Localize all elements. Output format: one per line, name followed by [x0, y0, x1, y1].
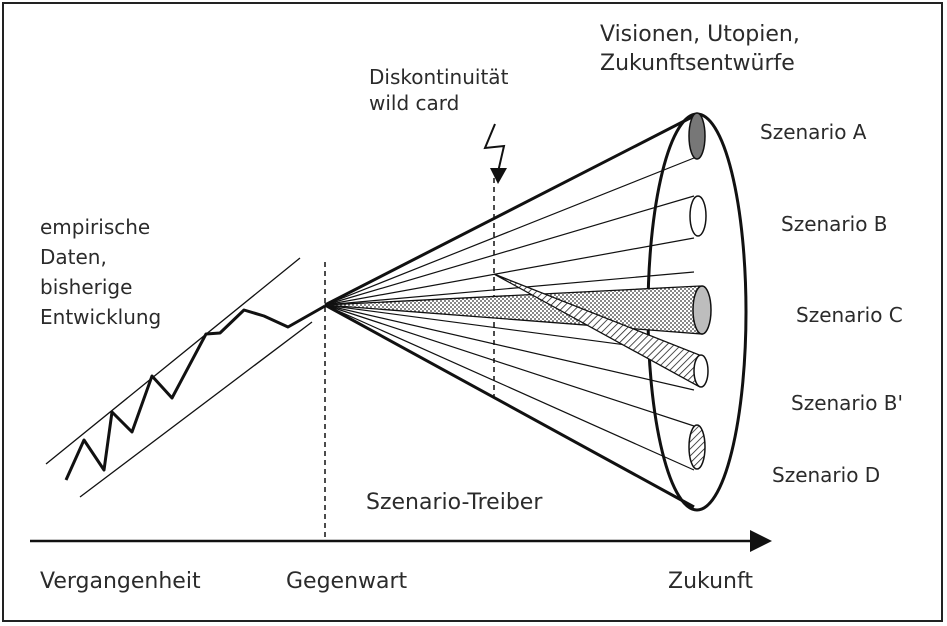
scenario-d-label: Szenario D [772, 463, 881, 487]
funnel-upper-edge [324, 112, 699, 307]
scenario-b-tube-end [689, 195, 707, 237]
lightning-bolt-icon [483, 123, 506, 173]
historical-data-line [64, 304, 326, 481]
scenario-a-label: Szenario A [760, 120, 867, 144]
scenario-c-cone [324, 285, 703, 335]
scenario-c-tube-end [692, 285, 712, 335]
lightning-arrowhead [490, 168, 507, 184]
scenario-d-tube-end [688, 424, 706, 470]
visions-label: Visionen, Utopien, Zukunftsentwürfe [600, 22, 800, 76]
present-label: Gegenwart [286, 569, 408, 594]
time-axis-arrowhead [750, 530, 772, 552]
disruption-label: Diskontinuität wild card [369, 65, 509, 115]
scenario-c-label: Szenario C [796, 303, 903, 327]
scenario-a-tube-end [688, 112, 706, 160]
funnel-lower-edge [324, 303, 695, 509]
scenario-b-prime-label: Szenario B' [791, 391, 904, 415]
scenario-b-prime-tube-end [693, 354, 709, 388]
trend-channel-upper [45, 257, 301, 465]
empirical-data-label: empirische Daten, bisherige Entwicklung [40, 215, 162, 329]
scenario-b-label: Szenario B [781, 212, 888, 236]
future-label: Zukunft [668, 569, 753, 594]
scenario-drivers-label: Szenario-Treiber [366, 490, 543, 515]
past-label: Vergangenheit [40, 569, 201, 594]
trend-channel-lower [79, 321, 313, 498]
